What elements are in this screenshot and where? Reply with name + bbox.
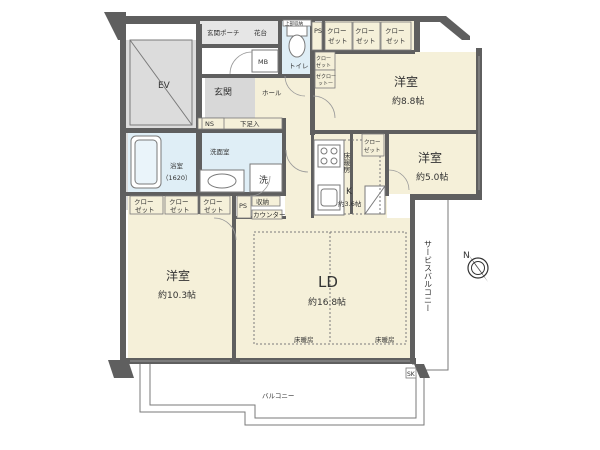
label-ps1: PS	[314, 27, 322, 35]
closet-right-l1: クロー	[364, 139, 381, 146]
label-sk: SK	[407, 371, 416, 378]
mb-box	[251, 49, 279, 73]
ld-heating-area	[253, 231, 407, 345]
closet-mid2-l1: ゼクロー	[316, 73, 336, 80]
genkan-floor	[205, 78, 255, 120]
closet-boxes	[129, 19, 417, 379]
label-bath-size: （1620）	[162, 174, 192, 182]
closet-top1-l2: ゼット	[328, 36, 348, 45]
porch-floor	[200, 20, 280, 45]
closet-mid2-l2: ットー	[318, 81, 333, 87]
closet-bottom2-l2: ゼット	[170, 205, 190, 214]
label-genkan: 玄関	[214, 86, 232, 98]
label-kitchen-name: K	[346, 187, 353, 197]
closet-bottom1-l2: ゼット	[135, 205, 155, 214]
ev-shaft	[129, 39, 193, 126]
label-room-b-size: 約5.0帖	[416, 171, 448, 183]
label-counter: カウンター	[253, 210, 286, 219]
closet-mid1-l1: クロー	[316, 56, 331, 62]
closet-top3-l1: クロー	[385, 27, 405, 35]
bathtub-icon	[130, 135, 162, 189]
kitchen-hatch	[364, 185, 386, 215]
closet-top3-l2: ゼット	[386, 36, 406, 45]
label-kadai: 花台	[254, 28, 267, 37]
label-service-balcony: サービスバルコニー	[424, 240, 433, 312]
label-sen: 洗	[259, 174, 268, 186]
label-upper-cabinet: 上部収納	[285, 20, 303, 27]
label-senmen: 洗面室	[210, 147, 230, 156]
label-room-c-name: 洋室	[166, 268, 190, 283]
ld-floor	[236, 218, 413, 358]
label-ps2: PS	[239, 202, 247, 210]
closet-right-l2: ゼット	[364, 146, 381, 154]
label-room-a-size: 約8.8帖	[392, 95, 424, 107]
compass-icon	[467, 254, 489, 282]
label-room-a-name: 洋室	[394, 74, 418, 89]
label-ld-floor-left: 床暖房	[294, 335, 314, 344]
label-hall: ホール	[262, 89, 282, 97]
room-a-floor	[313, 52, 480, 132]
label-balcony: バルコニー	[262, 392, 294, 400]
closet-top2-l2: ゼット	[356, 36, 376, 45]
toilet-icon	[286, 25, 308, 58]
closet-top1-l1: クロー	[327, 27, 347, 35]
room-b-floor	[387, 132, 480, 194]
windows	[130, 56, 480, 362]
compass-label: N	[463, 251, 470, 261]
room-c-floor	[128, 194, 236, 358]
washer-box	[249, 163, 283, 193]
label-room-c-size: 約10.3帖	[158, 289, 196, 301]
label-room-b-name: 洋室	[418, 150, 442, 165]
label-ld-floor-right: 床暖房	[375, 335, 395, 344]
label-bath: 浴室	[170, 161, 184, 170]
label-ld-size: 約16.8帖	[308, 296, 346, 308]
label-ns: NS	[205, 120, 214, 128]
corridor-floor	[285, 78, 313, 218]
label-geta: 下足入	[240, 120, 260, 128]
label-ld-name: LD	[318, 273, 338, 291]
label-mb: MB	[258, 58, 268, 66]
closet-bottom3-l2: ゼット	[204, 205, 224, 214]
closet-top2-l1: クロー	[355, 27, 375, 35]
label-shuno: 収納	[256, 197, 269, 206]
label-kitchen-size: 約3.6帖	[338, 199, 362, 208]
closet-bottom2-l1: クロー	[169, 198, 189, 206]
label-genkan-porch: 玄関ポーチ	[207, 28, 240, 37]
closet-bottom3-l1: クロー	[203, 198, 223, 206]
label-ev: EV	[158, 81, 171, 91]
door-swings	[213, 51, 410, 241]
sink-icon	[199, 169, 245, 193]
closet-bottom1-l1: クロー	[134, 198, 154, 206]
label-kitchen-floor: 床暖房	[343, 151, 351, 174]
label-toilet: トイレ	[289, 62, 309, 70]
kitchen-counter	[313, 139, 345, 216]
closet-mid1-l2: ゼット	[316, 62, 331, 69]
